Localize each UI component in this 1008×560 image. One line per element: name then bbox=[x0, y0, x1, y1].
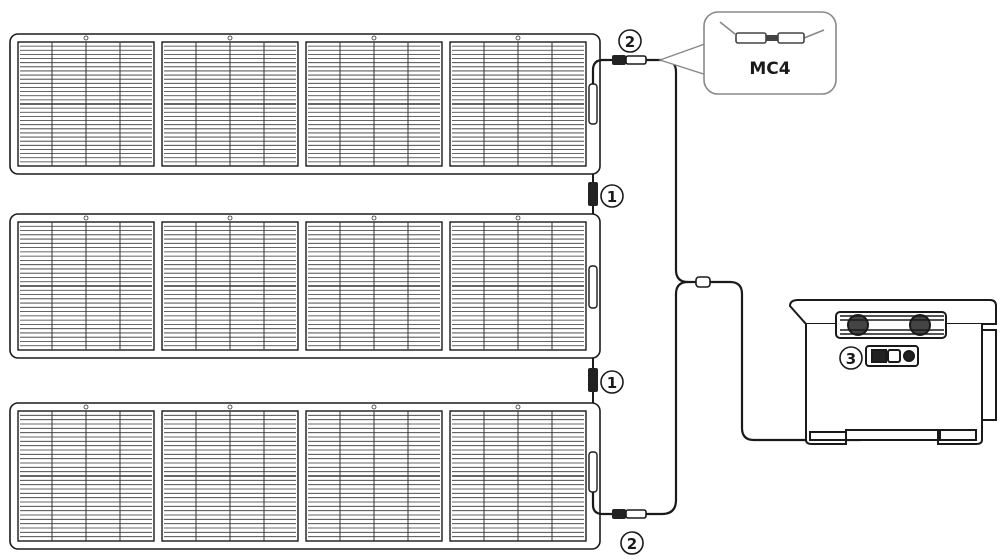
series-cable-2 bbox=[588, 358, 598, 403]
rivet-icon bbox=[371, 215, 377, 221]
callout-2-top: 2 bbox=[618, 29, 642, 53]
xt60-input-port[interactable] bbox=[871, 349, 887, 363]
panel-segments bbox=[17, 215, 587, 351]
station-vent-slots bbox=[840, 315, 944, 335]
top-output-cable bbox=[591, 58, 700, 516]
mc4-connector-bottom-icon bbox=[612, 509, 647, 519]
solar-panel-bottom bbox=[9, 402, 601, 550]
rivet-icon bbox=[83, 404, 89, 410]
callout-2-bottom: 2 bbox=[620, 531, 644, 555]
mc4-zoom-bubble: MC4 bbox=[657, 11, 837, 95]
series-connector-icon bbox=[588, 182, 598, 206]
rivet-icon bbox=[515, 215, 521, 221]
series-cable-1 bbox=[588, 174, 598, 214]
mc4-plug-icon bbox=[735, 32, 805, 44]
station-foot bbox=[939, 429, 977, 441]
ac-input-port[interactable] bbox=[887, 349, 901, 363]
rivet-icon bbox=[515, 35, 521, 41]
solar-panel-middle bbox=[9, 213, 601, 359]
mc4-zoom-label: MC4 bbox=[749, 59, 790, 79]
rivet-icon bbox=[83, 35, 89, 41]
callout-1-upper-label: 1 bbox=[607, 188, 617, 206]
panel-segments bbox=[17, 404, 587, 542]
mc4-connector-top-icon bbox=[612, 55, 647, 65]
panel-segments bbox=[17, 35, 587, 167]
rivet-icon bbox=[227, 35, 233, 41]
callout-2-bottom-label: 2 bbox=[627, 535, 637, 553]
station-handle bbox=[982, 329, 997, 421]
callout-1-upper: 1 bbox=[600, 184, 624, 208]
callout-3-label: 3 bbox=[846, 350, 856, 368]
series-connector-icon bbox=[588, 368, 598, 392]
callout-1-lower-label: 1 bbox=[607, 374, 617, 392]
junction-box-icon bbox=[588, 83, 598, 125]
callout-3: 3 bbox=[839, 346, 863, 370]
bottom-output-cable bbox=[591, 492, 612, 516]
rivet-icon bbox=[227, 215, 233, 221]
callout-2-top-label: 2 bbox=[625, 33, 635, 51]
station-foot bbox=[809, 431, 847, 441]
branch-connector-icon bbox=[695, 276, 711, 288]
rivet-icon bbox=[83, 215, 89, 221]
rivet-icon bbox=[371, 35, 377, 41]
junction-box-icon bbox=[588, 451, 598, 493]
power-station bbox=[788, 299, 997, 445]
junction-box-icon bbox=[588, 265, 598, 309]
solar-panel-top bbox=[9, 33, 601, 175]
rivet-icon bbox=[227, 404, 233, 410]
rivet-icon bbox=[515, 404, 521, 410]
callout-1-lower: 1 bbox=[600, 370, 624, 394]
dc-input-port[interactable] bbox=[903, 350, 915, 362]
rivet-icon bbox=[371, 404, 377, 410]
